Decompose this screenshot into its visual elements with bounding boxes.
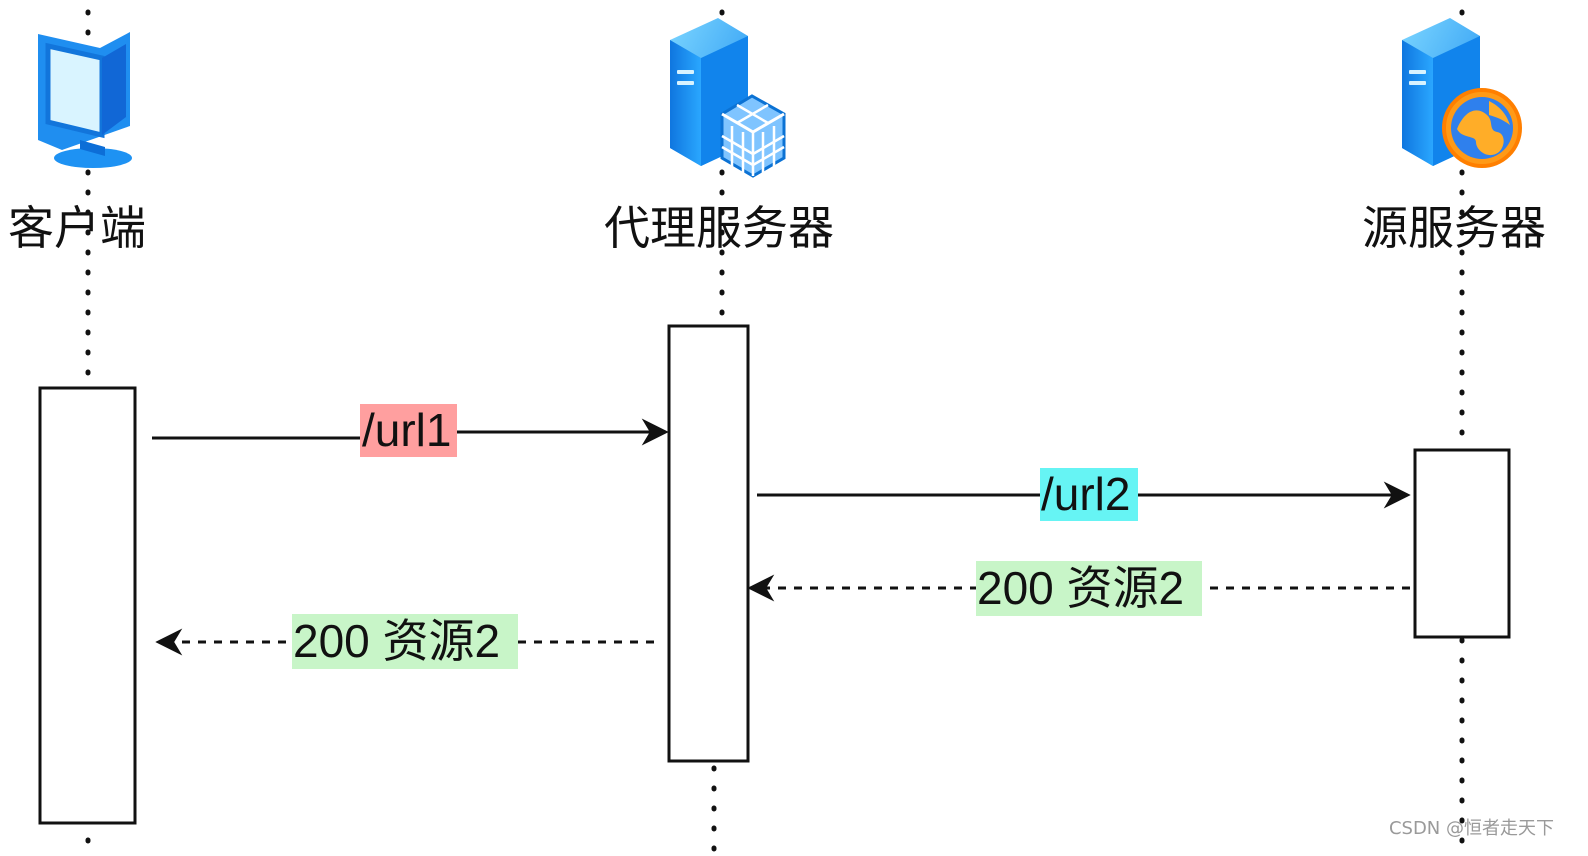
- request-url2-label: /url2: [1041, 468, 1130, 520]
- response-origin-highlight: [976, 561, 1202, 616]
- client-activation-box: [38, 386, 137, 825]
- origin-activation-box: [1413, 448, 1511, 639]
- proxy-label: 代理服务器: [604, 201, 834, 255]
- client-monitor-icon: [38, 32, 132, 168]
- proxy-server-icon: [670, 18, 786, 178]
- proxy-activation-box: [667, 324, 750, 763]
- origin-label: 源服务器: [1362, 201, 1546, 255]
- watermark: CSDN @恒者走天下: [1388, 818, 1554, 839]
- request-url2-highlight: [1040, 468, 1138, 521]
- request-url1-highlight: [360, 404, 457, 457]
- response-proxy-highlight: [292, 614, 518, 669]
- message-arrows: [152, 418, 1411, 656]
- response-origin-label: 200 资源2: [977, 562, 1184, 614]
- client-label: 客户端: [8, 201, 146, 255]
- request-url1-label: /url1: [362, 404, 451, 456]
- origin-server-icon: [1402, 18, 1522, 168]
- response-proxy-label: 200 资源2: [293, 615, 500, 667]
